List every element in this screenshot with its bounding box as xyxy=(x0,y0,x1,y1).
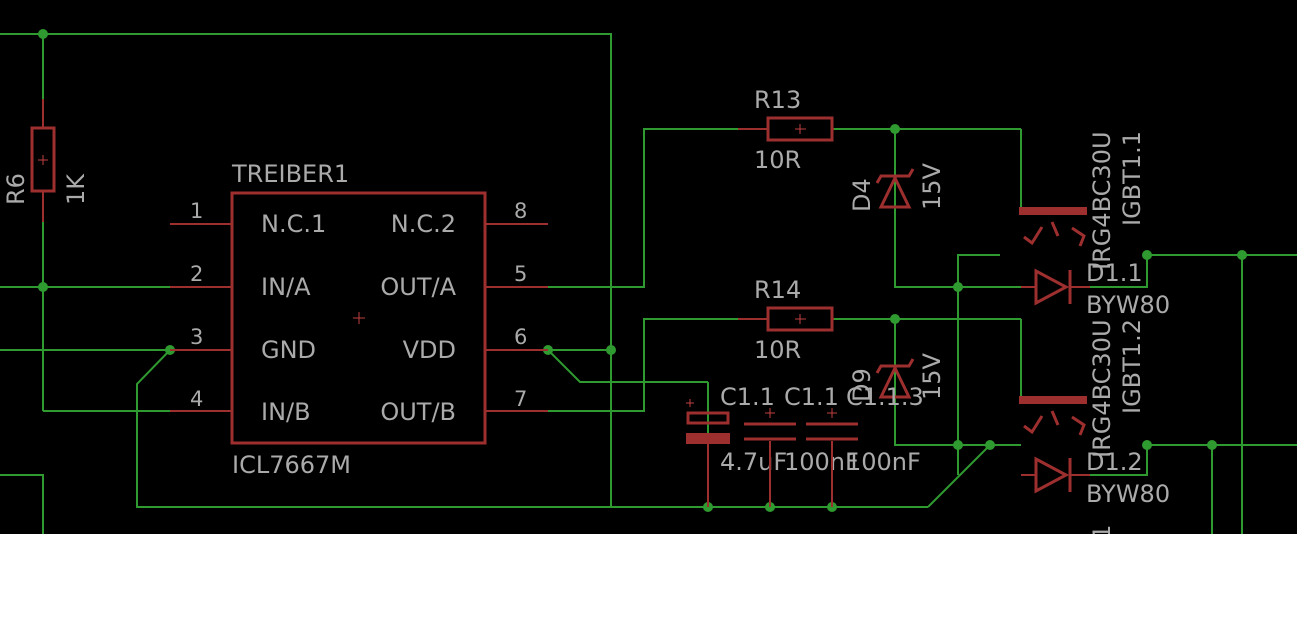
ic-pin-in-b: IN/B xyxy=(261,398,311,426)
c3-name: C1.1.3 xyxy=(846,383,924,411)
ic-pin-nc2: N.C.2 xyxy=(391,210,456,238)
r13-name: R13 xyxy=(754,86,801,114)
ic-pin-out-b: OUT/B xyxy=(380,398,456,426)
d4-value: 15V xyxy=(918,162,946,210)
d4-name: D4 xyxy=(848,178,876,212)
r14-name: R14 xyxy=(754,276,801,304)
ic-pin-number-5: 5 xyxy=(514,262,527,286)
clipped-edge-label: U 1 xyxy=(1088,525,1116,565)
ic-pin-gnd: GND xyxy=(261,336,316,364)
c2-name: C1.1 xyxy=(784,383,839,411)
r13-value: 10R xyxy=(754,146,801,174)
capacitor-c2[interactable]: C1.1 100nF xyxy=(744,383,859,507)
ic-pin-number-6: 6 xyxy=(514,325,527,349)
d9-name: D9 xyxy=(848,368,876,402)
diode-top-value: BYW80 xyxy=(1086,291,1170,319)
r6-name: R6 xyxy=(2,173,30,205)
r14-value: 10R xyxy=(754,336,801,364)
igbt-top-value: IRG4BC30U xyxy=(1088,131,1116,270)
igbt-bottom-value: IRG4BC30U xyxy=(1088,319,1116,458)
ic-pin-number-3: 3 xyxy=(190,325,203,349)
igbt-bottom-name: IGBT1.2 xyxy=(1118,319,1146,414)
ic-pin-number-7: 7 xyxy=(514,387,527,411)
diode-bottom-name: D1.2 xyxy=(1086,448,1143,476)
ic-pin-number-8: 8 xyxy=(514,199,527,223)
zener-d9[interactable]: D9 15V xyxy=(848,352,946,402)
d9-value: 15V xyxy=(918,352,946,400)
junctions xyxy=(38,29,1247,512)
ic-pin-out-a: OUT/A xyxy=(380,273,456,301)
ic-pin-vdd: VDD xyxy=(403,336,456,364)
diode-bottom-value: BYW80 xyxy=(1086,480,1170,508)
schematic-background xyxy=(0,0,1297,534)
c1-value: 4.7uF xyxy=(720,448,787,476)
ic-treiber1[interactable]: TREIBER1 ICL7667M 1 2 3 4 8 5 6 7 N.C.1 … xyxy=(170,160,548,479)
igbt-bottom[interactable]: IRG4BC30U IGBT1.2 D1.2 BYW80 xyxy=(1019,319,1170,508)
ic-pin-nc1: N.C.1 xyxy=(261,210,326,238)
r6-value: 1K xyxy=(62,173,90,205)
c3-value: 100nF xyxy=(846,448,921,476)
zener-d4[interactable]: D4 15V xyxy=(848,162,946,212)
ic-pin-number-1: 1 xyxy=(190,199,203,223)
c2-value: 100nF xyxy=(784,448,859,476)
capacitor-c1-electrolytic[interactable]: C1.1 4.7uF xyxy=(686,383,787,507)
ic-name: TREIBER1 xyxy=(231,160,349,188)
resistor-r6[interactable]: R6 1K xyxy=(2,99,90,222)
igbt-top[interactable]: IRG4BC30U IGBT1.1 D1.1 BYW80 xyxy=(1019,131,1170,319)
resistor-r14[interactable]: R14 10R xyxy=(738,276,834,364)
clipped-edge-text: U 1 xyxy=(1088,525,1116,565)
ic-pin-in-a: IN/A xyxy=(261,273,311,301)
diode-top-name: D1.1 xyxy=(1086,259,1143,287)
resistor-r13[interactable]: R13 10R xyxy=(738,86,834,174)
ic-pin-number-2: 2 xyxy=(190,262,203,286)
capacitor-c3[interactable]: C1.1.3 100nF xyxy=(806,383,924,507)
ic-pin-number-4: 4 xyxy=(190,387,203,411)
igbt-top-name: IGBT1.1 xyxy=(1118,131,1146,226)
ic-value: ICL7667M xyxy=(232,451,351,479)
c1-name: C1.1 xyxy=(720,383,775,411)
